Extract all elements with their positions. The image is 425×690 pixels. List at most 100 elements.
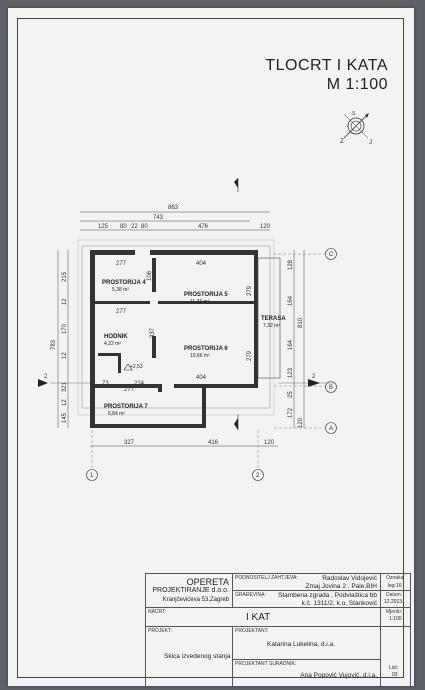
dim-224: 224	[134, 381, 145, 387]
dim-right-a: 128	[288, 259, 294, 270]
room-5-area: 11,33 m²	[190, 299, 210, 305]
datum-cell: Datum: 12.2013.	[381, 591, 411, 608]
oznaka-cell: Oznaka: leg 16	[381, 573, 411, 591]
oznaka-label: Oznaka:	[386, 575, 405, 581]
room-6-area: 10,66 m²	[190, 353, 210, 359]
gradevina-label: GRAĐEVINA:	[235, 592, 266, 598]
plan-scale: M 1:100	[326, 76, 388, 93]
axis-c-label: C	[329, 252, 334, 258]
projekt-label: PROJEKT:	[148, 628, 172, 634]
svg-text:S: S	[352, 111, 356, 117]
dim-277-a: 277	[116, 261, 127, 267]
list-label: List:	[389, 665, 399, 671]
nacrt-cell: NACRT: I KAT	[145, 608, 381, 627]
axis-c-bubble	[325, 248, 337, 260]
datum-value: 12.2013.	[384, 599, 404, 605]
podnositelj-cell: PODNOSITELJ ZAHTJEVA: Radoslav Vidojević…	[233, 573, 381, 591]
axis-1-bubble	[86, 469, 98, 481]
room-5-name: PROSTORIJA 5	[184, 292, 228, 298]
axis-b-bubble	[325, 381, 337, 393]
dim-279-a: 279	[247, 285, 253, 296]
projektant-value: Katarina Lukelina, d.i.a.	[267, 641, 335, 648]
suradnik-value: Ana Popović Vujović, d.i.a.	[300, 672, 377, 679]
hodnik-area: 4,22 m²	[104, 341, 121, 347]
dim-277-c: 277	[124, 387, 135, 393]
plan-title: TLOCRT I KATA M 1:100	[265, 56, 388, 94]
dim-top-seg1: 125	[98, 224, 109, 230]
mjerilo-value: 1:100	[389, 616, 402, 622]
room-4-name: PROSTORIJA 4	[102, 280, 146, 286]
level-value: +2,53	[130, 364, 143, 370]
plan-title-line1: TLOCRT I KATA	[265, 57, 388, 74]
dim-right-e: 123	[288, 367, 294, 378]
dim-right-g: 172	[288, 407, 294, 418]
svg-text:J: J	[369, 140, 372, 146]
dim-left-e: 321	[62, 381, 68, 392]
mjerilo-label: Mjerilo:	[386, 609, 403, 615]
section-arrow-left-icon	[38, 379, 48, 387]
north-arrow-icon: Z J S	[340, 111, 372, 146]
list-cell: List: 03	[381, 627, 411, 686]
dim-bottom-b: 416	[208, 440, 219, 446]
dim-left-total: 783	[51, 339, 57, 350]
section-arrow-right-icon	[308, 379, 320, 387]
company-cell: OPERETA PROJEKTIRANJE d.o.o. Kranjčeviće…	[145, 573, 233, 608]
dim-404-b: 404	[196, 375, 207, 381]
dim-top-seg5: 476	[198, 224, 209, 230]
podnositelj-address: Zmaj Jovina 2 , Pale,BIH	[305, 583, 377, 590]
podnositelj-label: PODNOSITELJ ZAHTJEVA:	[235, 575, 298, 581]
dim-right-b: 164	[288, 295, 294, 306]
dim-106: 106	[147, 270, 153, 281]
floor-plan: 863 743 125 80 22 80 476 120 C	[38, 178, 337, 481]
projekt-cell: PROJEKT: Skica izvedenog stanja	[145, 627, 233, 686]
title-block: OPERETA PROJEKTIRANJE d.o.o. Kranjčeviće…	[145, 573, 411, 686]
dim-left-g: 145	[62, 412, 68, 423]
dim-left-d: 12	[62, 352, 68, 359]
suradnik-cell: PROJEKTANT SURADNIK: Ana Popović Vujović…	[233, 660, 381, 686]
datum-label: Datum:	[386, 592, 403, 598]
gradevina-line1: Stambena zgrada , Podvlaštica bb	[277, 592, 377, 599]
terasa-area: 7,32 m²	[263, 323, 280, 329]
projekt-value: Skica izvedenog stanja	[164, 653, 231, 660]
dim-right-c: 810	[298, 317, 304, 328]
section-right-label: 2	[312, 374, 316, 380]
dim-404-a: 404	[196, 261, 207, 267]
room-7-name: PROSTORIJA 7	[104, 404, 148, 410]
axis-a-bubble	[325, 422, 337, 434]
dim-right-h: 120	[298, 417, 304, 428]
podnositelj-name: Radoslav Vidojević	[322, 575, 377, 582]
level-mark: +2,53	[123, 363, 143, 371]
axis-2-label: 2	[256, 473, 260, 479]
nacrt-label: NACRT:	[148, 609, 166, 615]
dim-top-seg2: 80	[120, 224, 127, 230]
room-4-area: 5,38 m²	[112, 287, 129, 293]
dim-left-a: 215	[62, 271, 68, 282]
dim-right-f: 25	[288, 391, 294, 398]
dim-277-b: 277	[116, 309, 127, 315]
dim-top-seg6: 120	[260, 224, 271, 230]
nacrt-value: I KAT	[246, 612, 271, 623]
svg-text:Z: Z	[340, 139, 344, 145]
dim-left-b: 12	[62, 298, 68, 305]
dim-top-total: 863	[168, 205, 179, 211]
company-type: PROJEKTIRANJE d.o.o.	[152, 587, 229, 594]
axis-2-bubble	[252, 469, 264, 481]
oznaka-value: leg 16	[388, 583, 402, 589]
company-address: Kranjčevićeva 53,Zagreb	[162, 597, 229, 603]
section-arrow-top-icon	[234, 178, 238, 188]
terasa-name: TERASA	[261, 316, 286, 322]
gradevina-cell: GRAĐEVINA: Stambena zgrada , Podvlaštica…	[233, 591, 381, 608]
dim-top-seg3: 22	[131, 224, 138, 230]
dim-right-d: 164	[288, 339, 294, 350]
mjerilo-cell: Mjerilo: 1:100	[381, 608, 411, 627]
gradevina-line2: k.č. 1311/2, k.o. Stanković	[301, 600, 377, 607]
dim-327: 337	[150, 327, 156, 338]
company-name: OPERETA	[186, 577, 229, 587]
dim-left-c: 170	[62, 323, 68, 334]
dim-279-b: 279	[247, 350, 253, 361]
axis-a-label: A	[329, 426, 333, 432]
room-6-name: PROSTORIJA 6	[184, 346, 228, 352]
projektant-cell: PROJEKTANT: Katarina Lukelina, d.i.a.	[233, 627, 381, 660]
axis-1-label: 1	[90, 473, 94, 479]
dim-73: 73	[102, 381, 109, 387]
